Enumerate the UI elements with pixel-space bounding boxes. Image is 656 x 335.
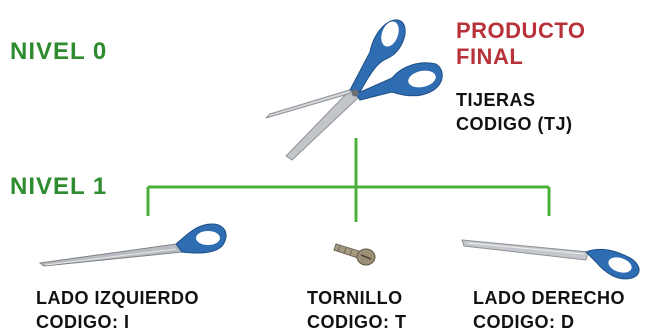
final-product-description: TIJERAS CODIGO (TJ)	[456, 88, 573, 136]
component-code: CODIGO: T	[307, 312, 407, 332]
component-name: LADO IZQUIERDO	[36, 288, 199, 308]
component-left-side: LADO IZQUIERDO CODIGO: I	[36, 286, 199, 334]
level-0-label: NIVEL 0	[10, 38, 108, 65]
level-1-label: NIVEL 1	[10, 173, 108, 200]
component-code: CODIGO: I	[36, 312, 130, 332]
component-name: LADO DERECHO	[473, 288, 626, 308]
component-code: CODIGO: D	[473, 312, 575, 332]
component-right-side: LADO DERECHO CODIGO: D	[473, 286, 625, 334]
final-product-name: TIJERAS	[456, 90, 536, 110]
final-product-code: CODIGO (TJ)	[456, 114, 573, 134]
left-scissor-half-icon	[38, 223, 227, 267]
tree-connectors	[146, 138, 551, 222]
component-screw: TORNILLO CODIGO: T	[307, 286, 407, 334]
scissors-icon	[265, 19, 443, 161]
screw-icon	[333, 243, 376, 266]
final-product-header: PRODUCTO FINAL	[456, 18, 586, 70]
right-scissor-half-icon	[461, 239, 640, 280]
component-name: TORNILLO	[307, 288, 403, 308]
final-product-header-line1: PRODUCTO	[456, 18, 586, 43]
final-product-header-line2: FINAL	[456, 44, 524, 69]
